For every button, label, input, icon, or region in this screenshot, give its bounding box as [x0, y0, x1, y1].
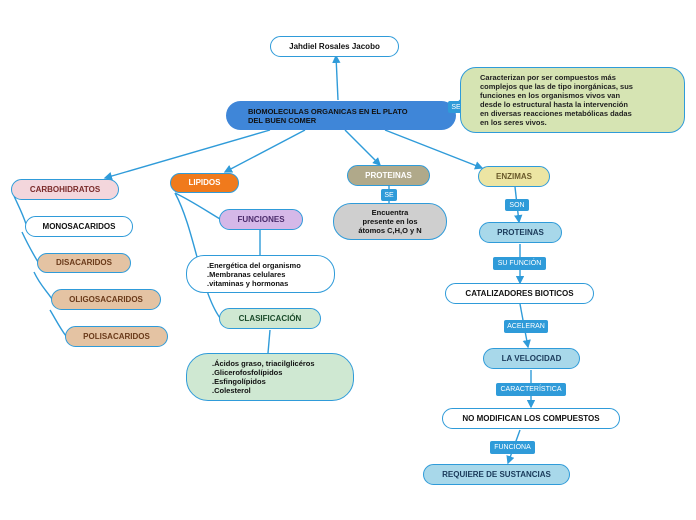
clasificacion-detail-node[interactable]: .Ácidos graso, triacilglicéros .Glicerof…	[186, 353, 354, 401]
funciones-node[interactable]: FUNCIONES	[219, 209, 303, 230]
catalizadores-node[interactable]: CATALIZADORES BIOTICOS	[445, 283, 594, 304]
definition-node[interactable]: Caracterizan por ser compuestos más comp…	[460, 67, 685, 133]
carbohidratos-node[interactable]: CARBOHIDRATOS	[11, 179, 119, 200]
funciones-detail-node[interactable]: .Energética del organismo .Membranas cel…	[186, 255, 335, 293]
proteinas-link-label: SE	[381, 189, 397, 201]
monosacaridos-node[interactable]: MONOSACARIDOS	[25, 216, 133, 237]
root-node[interactable]: BIOMOLECULAS ORGANICAS EN EL PLATO DEL B…	[226, 101, 456, 130]
la-velocidad-node[interactable]: LA VELOCIDAD	[483, 348, 580, 369]
enzimas-node[interactable]: ENZIMAS	[478, 166, 550, 187]
enzimas-proteinas-node[interactable]: PROTEINAS	[479, 222, 562, 243]
clasificacion-node[interactable]: CLASIFICACIÓN	[219, 308, 321, 329]
polisacaridos-node[interactable]: POLISACARIDOS	[65, 326, 168, 347]
author-node[interactable]: Jahdiel Rosales Jacobo	[270, 36, 399, 57]
enzimas-link-su-funcion: SU FUNCIÓN	[493, 257, 546, 270]
disacaridos-node[interactable]: DISACARIDOS	[37, 253, 131, 273]
enzimas-link-son: SON	[505, 199, 529, 211]
proteinas-node[interactable]: PROTEINAS	[347, 165, 430, 186]
lipidos-node[interactable]: LIPIDOS	[170, 173, 239, 193]
requiere-sustancias-node[interactable]: REQUIERE DE SUSTANCIAS	[423, 464, 570, 485]
enzimas-link-aceleran: ACELERAN	[504, 320, 548, 333]
oligosacaridos-node[interactable]: OLIGOSACARIDOS	[51, 289, 161, 310]
proteinas-detail-node[interactable]: Encuentra presente en los átomos C,H,O y…	[333, 203, 447, 240]
enzimas-link-caracteristica: CARACTERÍSTICA	[496, 383, 566, 396]
enzimas-link-funciona: FUNCIONA	[490, 441, 535, 454]
no-modifican-node[interactable]: NO MODIFICAN LOS COMPUESTOS	[442, 408, 620, 429]
